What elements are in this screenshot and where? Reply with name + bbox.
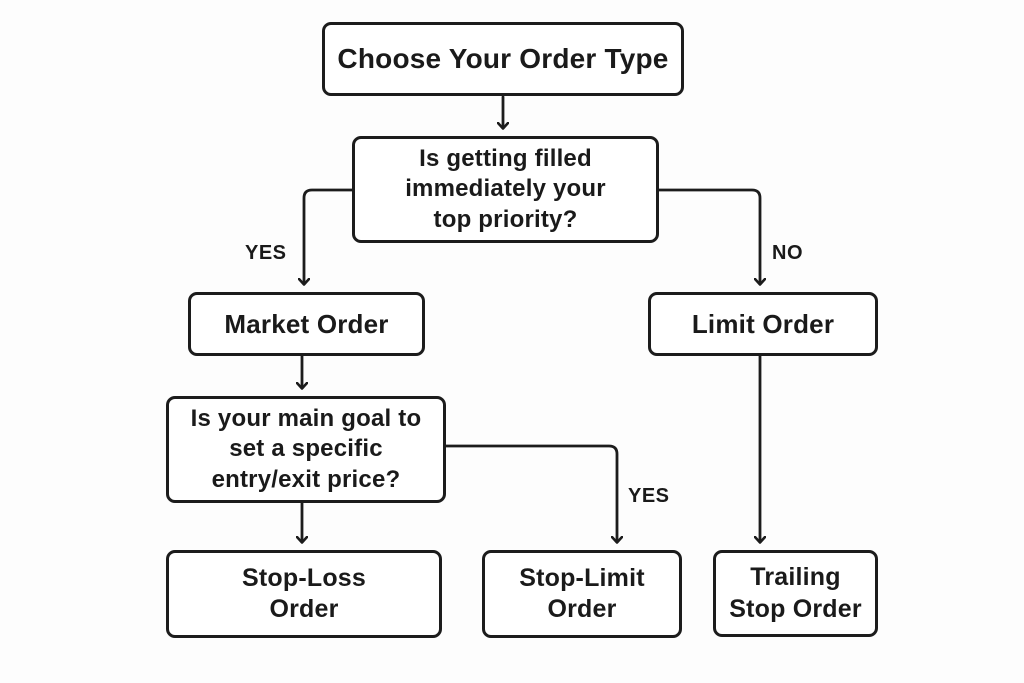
node-question-filled-immediately: Is getting filled immediately your top p… [352, 136, 659, 243]
node-choose-order-type-label: Choose Your Order Type [337, 43, 669, 75]
node-question-filled-immediately-label: Is getting filled immediately your top p… [405, 145, 606, 233]
node-stop-loss-order-label: Stop-Loss Order [241, 563, 367, 624]
node-market-order: Market Order [188, 292, 425, 356]
node-question-specific-price: Is your main goal to set a specific entr… [166, 396, 446, 503]
node-market-order-label: Market Order [224, 308, 389, 339]
edge-label-no-right: NO [772, 242, 803, 264]
node-stop-limit-order-label: Stop-Limit Order [519, 563, 645, 624]
node-limit-order: Limit Order [648, 292, 878, 356]
node-choose-order-type: Choose Your Order Type [322, 22, 684, 96]
node-trailing-stop-order-label: Trailing Stop Order [729, 563, 862, 623]
node-limit-order-label: Limit Order [691, 308, 835, 339]
node-question-specific-price-label: Is your main goal to set a specific entr… [190, 405, 422, 493]
edge-label-yes-right: YES [628, 485, 670, 507]
edge-label-yes-left: YES [245, 242, 287, 264]
edge-qfill-to-limit-arrow [657, 188, 760, 284]
node-stop-loss-order: Stop-Loss Order [166, 550, 442, 638]
edge-qfill-to-market-arrow [304, 188, 354, 284]
node-stop-limit-order: Stop-Limit Order [482, 550, 682, 638]
edge-qgoal-to-stoplimit-arrow [444, 444, 617, 542]
node-trailing-stop-order: Trailing Stop Order [713, 550, 878, 637]
